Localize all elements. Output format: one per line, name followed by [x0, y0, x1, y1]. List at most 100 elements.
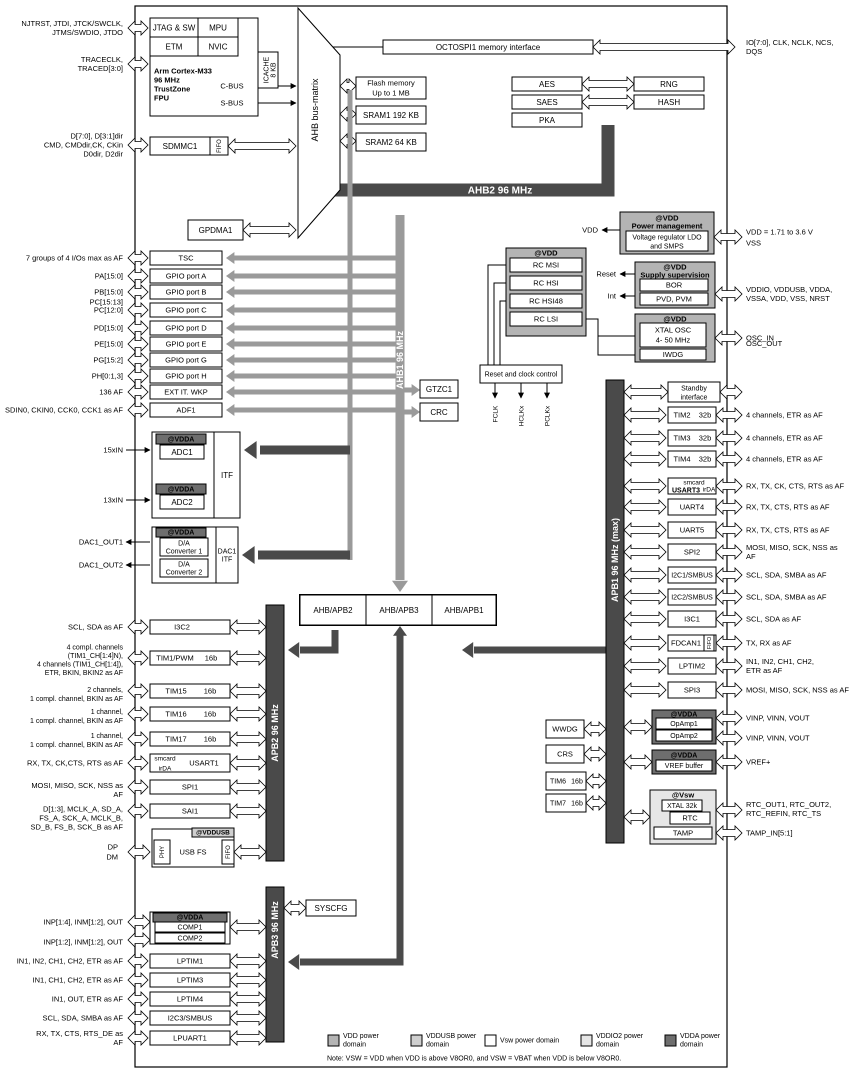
label: @VDDA	[168, 529, 195, 536]
bus-arrow	[623, 754, 653, 770]
ahb-apb2-bridge-label: AHB/APB2	[313, 606, 353, 615]
label: 1 compl. channel, BKIN as AF	[30, 718, 123, 725]
label: SCL, SDA as AF	[68, 623, 123, 632]
usart1-block	[149, 753, 231, 773]
bus-arrow	[127, 991, 149, 1007]
bus-arrow	[127, 914, 151, 930]
i2c2-bus-arrow	[623, 589, 667, 605]
label: irDA	[703, 486, 716, 493]
bus-arrow	[583, 746, 607, 762]
bus-arrow	[229, 919, 267, 935]
label: Arm Cortex-M33	[154, 67, 212, 76]
label: FIFO	[226, 845, 232, 859]
label: TRACED[3:0]	[78, 64, 123, 73]
bus-arrow	[229, 1010, 267, 1026]
i2c1-bus-arrow	[623, 567, 667, 583]
bus-arrow	[227, 138, 297, 154]
ahb-apb3-bridge-label: AHB/APB3	[379, 606, 419, 615]
bus-arrowhead	[226, 270, 235, 282]
exti-io-arrow	[127, 384, 149, 400]
gpio_g-block-label: GPIO port G	[165, 356, 207, 365]
lpuart1-block	[149, 1030, 231, 1046]
label: Int	[608, 292, 617, 301]
tim1-block	[149, 650, 231, 666]
gpio_h-io-arrow	[127, 368, 149, 384]
exti-block-label: EXT IT. WKP	[164, 388, 208, 397]
bus-arrow	[127, 1030, 149, 1046]
opamp2-block-label: OpAmp2	[670, 733, 698, 740]
i2c1-io-arrow	[715, 567, 743, 583]
bus-arrow	[127, 1010, 149, 1026]
label: Power management	[632, 222, 703, 231]
label: @VDDUSB	[196, 829, 230, 836]
label: SCL, SDA, SMBA as AF	[746, 593, 827, 602]
spi2-bus-arrow	[623, 544, 667, 560]
rtc-block-label: RTC	[682, 814, 698, 823]
label: VSSA, VDD, VSS, NRST	[746, 294, 830, 303]
label: @VDD	[534, 249, 558, 258]
label: USB FS	[179, 848, 206, 857]
usart1-bus-arrow	[229, 755, 267, 771]
bus-arrowhead	[226, 252, 235, 264]
legend-swatch-vddio2	[580, 1034, 593, 1047]
bus-arrow	[229, 991, 267, 1007]
tim2-io-arrow	[715, 407, 743, 423]
label: IN1, IN2, CH1, CH2, ETR as AF	[17, 957, 124, 966]
label: @VDD	[663, 315, 687, 324]
spi3-block	[667, 681, 717, 699]
label: ETR, BKIN, BKIN2 as AF	[45, 670, 123, 677]
bus-arrowhead	[288, 642, 300, 658]
label: INP[1:2], INM[1:2], OUT	[43, 938, 123, 947]
saes-block-label: SAES	[536, 98, 557, 107]
label: VDD = 1.71 to 3.6 V	[746, 228, 813, 237]
label: OSC_IN	[746, 334, 774, 343]
label: PH[0:1,3]	[92, 372, 123, 381]
tim3-bus-arrow	[623, 430, 667, 446]
usart3-io-arrow	[715, 478, 743, 494]
vddusb-tag	[191, 827, 235, 838]
phy-block	[153, 839, 171, 865]
comp2-block	[154, 932, 226, 944]
gpdma-block-label: GPDMA1	[199, 226, 233, 235]
standby-block	[667, 381, 721, 403]
hsi-block	[509, 275, 583, 291]
label: TrustZone	[154, 85, 190, 94]
pka-block-label: PKA	[539, 116, 556, 125]
vdda-tag	[155, 483, 207, 495]
label: TRACECLK,	[81, 55, 123, 64]
label: smcard	[683, 479, 705, 486]
octospi-block-label: OCTOSPI1 memory interface	[436, 43, 541, 52]
legend-label-vddio2: domain	[596, 1042, 619, 1049]
lptim1-block	[149, 953, 231, 969]
crc-block-label: CRC	[430, 408, 448, 417]
syscfg-block	[305, 899, 357, 917]
label: 4 channels, ETR as AF	[746, 455, 823, 464]
label: SPI2	[684, 548, 700, 557]
sram2-block	[355, 132, 427, 152]
label: JTMS/SWDIO, JTDO	[52, 28, 123, 37]
jtag-arrow	[127, 20, 149, 36]
label: D/A	[178, 561, 190, 568]
bor-block-label: BOR	[666, 281, 683, 290]
bus-arrow	[719, 384, 743, 400]
gpio_d-io-arrow	[127, 320, 149, 336]
label: PE[15:0]	[94, 340, 123, 349]
label: TIM1/PWM	[156, 654, 194, 663]
label: D[1:3], MCLK_A, SD_A,	[43, 805, 123, 814]
rcc-block	[479, 364, 563, 384]
label: SPI1	[182, 783, 198, 792]
tim15-block	[149, 683, 231, 699]
label: Voltage regulator LDO	[632, 234, 702, 241]
trace-arrow	[127, 56, 149, 72]
gpio_d-block	[149, 320, 223, 336]
label: D/A	[178, 540, 190, 547]
bus-arrowhead	[462, 642, 474, 658]
usart1-io-arrow	[127, 755, 149, 771]
lsi-block	[509, 311, 583, 327]
dac-itf	[215, 526, 239, 584]
label: TAMP_IN[5:1]	[746, 829, 793, 838]
i3c2-block	[149, 619, 231, 635]
mpu-block-label: MPU	[209, 23, 227, 32]
label: INP[1:4], INM[1:2], OUT	[43, 918, 123, 927]
